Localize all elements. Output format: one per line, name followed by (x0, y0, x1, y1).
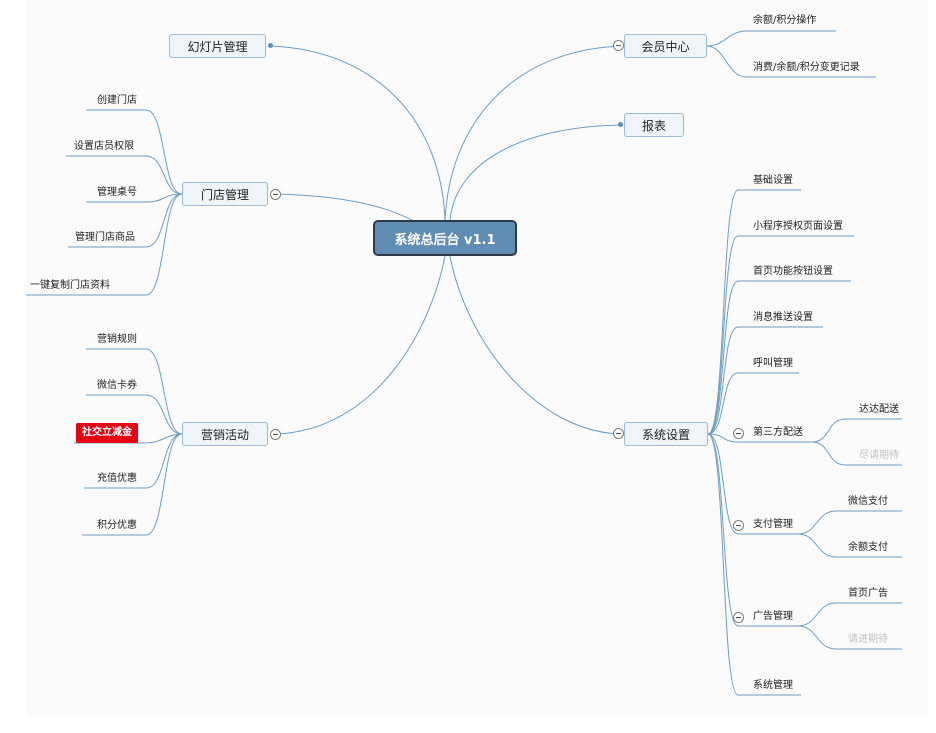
leaf-marketing-1[interactable]: 微信卡券 (97, 380, 137, 391)
link-ads-0 (797, 602, 902, 627)
leaf-ads-0[interactable]: 首页广告 (848, 588, 888, 599)
link-delivery-1 (811, 441, 902, 466)
link-set-2 (707, 280, 851, 435)
link-mkt-0 (86, 348, 183, 435)
branch-slides[interactable]: 幻灯片管理 (169, 34, 266, 58)
branch-store[interactable]: 门店管理 (182, 182, 268, 206)
link-store-1 (66, 155, 183, 195)
mindmap-canvas: 系统总后台 v1.1 幻灯片管理 门店管理 营销活动 会员中心 报表 系统设置 … (26, 0, 928, 716)
link-root-member (444, 45, 625, 221)
link-set-8 (707, 433, 801, 696)
connector-lines (26, 30, 902, 696)
leaf-member-1[interactable]: 消费/余额/积分变更记录 (753, 62, 860, 73)
leaf-store-0[interactable]: 创建门店 (97, 95, 137, 106)
link-pay-1 (797, 533, 902, 558)
leaf-settings-5[interactable]: 第三方配送 (753, 427, 803, 438)
link-root-settings (449, 255, 625, 435)
branch-settings[interactable]: 系统设置 (624, 422, 708, 446)
collapse-toggle-icon[interactable] (270, 189, 281, 200)
link-store-2 (86, 193, 183, 203)
leaf-settings-0[interactable]: 基础设置 (753, 175, 793, 186)
link-ads-1 (797, 625, 902, 650)
leaf-delivery-1[interactable]: 尽请期待 (859, 450, 899, 461)
leaf-member-0[interactable]: 余额/积分操作 (753, 15, 817, 26)
leaf-settings-2[interactable]: 首页功能按钮设置 (753, 266, 833, 277)
leaf-settings-3[interactable]: 消息推送设置 (753, 312, 813, 323)
link-member-1 (705, 45, 876, 78)
collapse-toggle-icon[interactable] (613, 428, 624, 439)
link-mkt-4 (82, 433, 183, 536)
link-set-1 (707, 235, 854, 435)
collapsed-dot-icon[interactable] (268, 43, 273, 48)
leaf-store-1[interactable]: 设置店员权限 (74, 141, 134, 152)
link-root-slides (269, 45, 446, 221)
leaf-payment-1[interactable]: 余额支付 (848, 542, 888, 553)
link-pay-0 (797, 510, 902, 535)
leaf-ads-1[interactable]: 请进期待 (848, 634, 888, 645)
branch-member[interactable]: 会员中心 (624, 34, 707, 58)
collapsed-dot-icon[interactable] (618, 122, 623, 127)
leaf-store-3[interactable]: 管理门店商品 (75, 232, 135, 243)
collapse-toggle-icon[interactable] (733, 612, 744, 623)
link-mkt-2 (74, 433, 183, 444)
link-set-5 (707, 433, 812, 443)
leaf-settings-7[interactable]: 广告管理 (753, 611, 793, 622)
leaf-marketing-2-highlight[interactable]: 社交立减金 (76, 423, 138, 443)
collapse-toggle-icon[interactable] (733, 428, 744, 439)
leaf-settings-6[interactable]: 支付管理 (753, 519, 793, 530)
collapse-toggle-icon[interactable] (613, 40, 624, 51)
leaf-marketing-0[interactable]: 营销规则 (97, 334, 137, 345)
link-set-4 (707, 372, 799, 435)
collapse-toggle-icon[interactable] (270, 429, 281, 440)
link-store-4 (26, 193, 183, 296)
leaf-delivery-0[interactable]: 达达配送 (859, 404, 899, 415)
root-node[interactable]: 系统总后台 v1.1 (373, 220, 517, 256)
link-set-7 (707, 433, 798, 627)
link-member-0 (705, 30, 836, 47)
leaf-store-4[interactable]: 一键复制门店资料 (30, 280, 110, 291)
link-store-0 (86, 109, 183, 195)
leaf-payment-0[interactable]: 微信支付 (848, 496, 888, 507)
link-set-6 (707, 433, 798, 535)
link-root-marketing (275, 255, 446, 435)
link-delivery-0 (811, 418, 902, 443)
collapse-toggle-icon[interactable] (733, 520, 744, 531)
leaf-store-2[interactable]: 管理桌号 (97, 187, 137, 198)
leaf-marketing-4[interactable]: 积分优惠 (97, 520, 137, 531)
link-set-3 (707, 326, 823, 435)
link-mkt-3 (84, 433, 183, 489)
link-mkt-1 (86, 394, 183, 435)
leaf-settings-4[interactable]: 呼叫管理 (753, 358, 793, 369)
branch-marketing[interactable]: 营销活动 (182, 422, 268, 446)
link-store-3 (68, 193, 183, 248)
branch-report[interactable]: 报表 (624, 113, 684, 137)
leaf-settings-1[interactable]: 小程序授权页面设置 (753, 221, 843, 232)
link-set-0 (707, 189, 801, 435)
leaf-settings-8[interactable]: 系统管理 (753, 680, 793, 691)
leaf-marketing-3[interactable]: 充值优惠 (97, 473, 137, 484)
link-root-report (449, 124, 624, 221)
